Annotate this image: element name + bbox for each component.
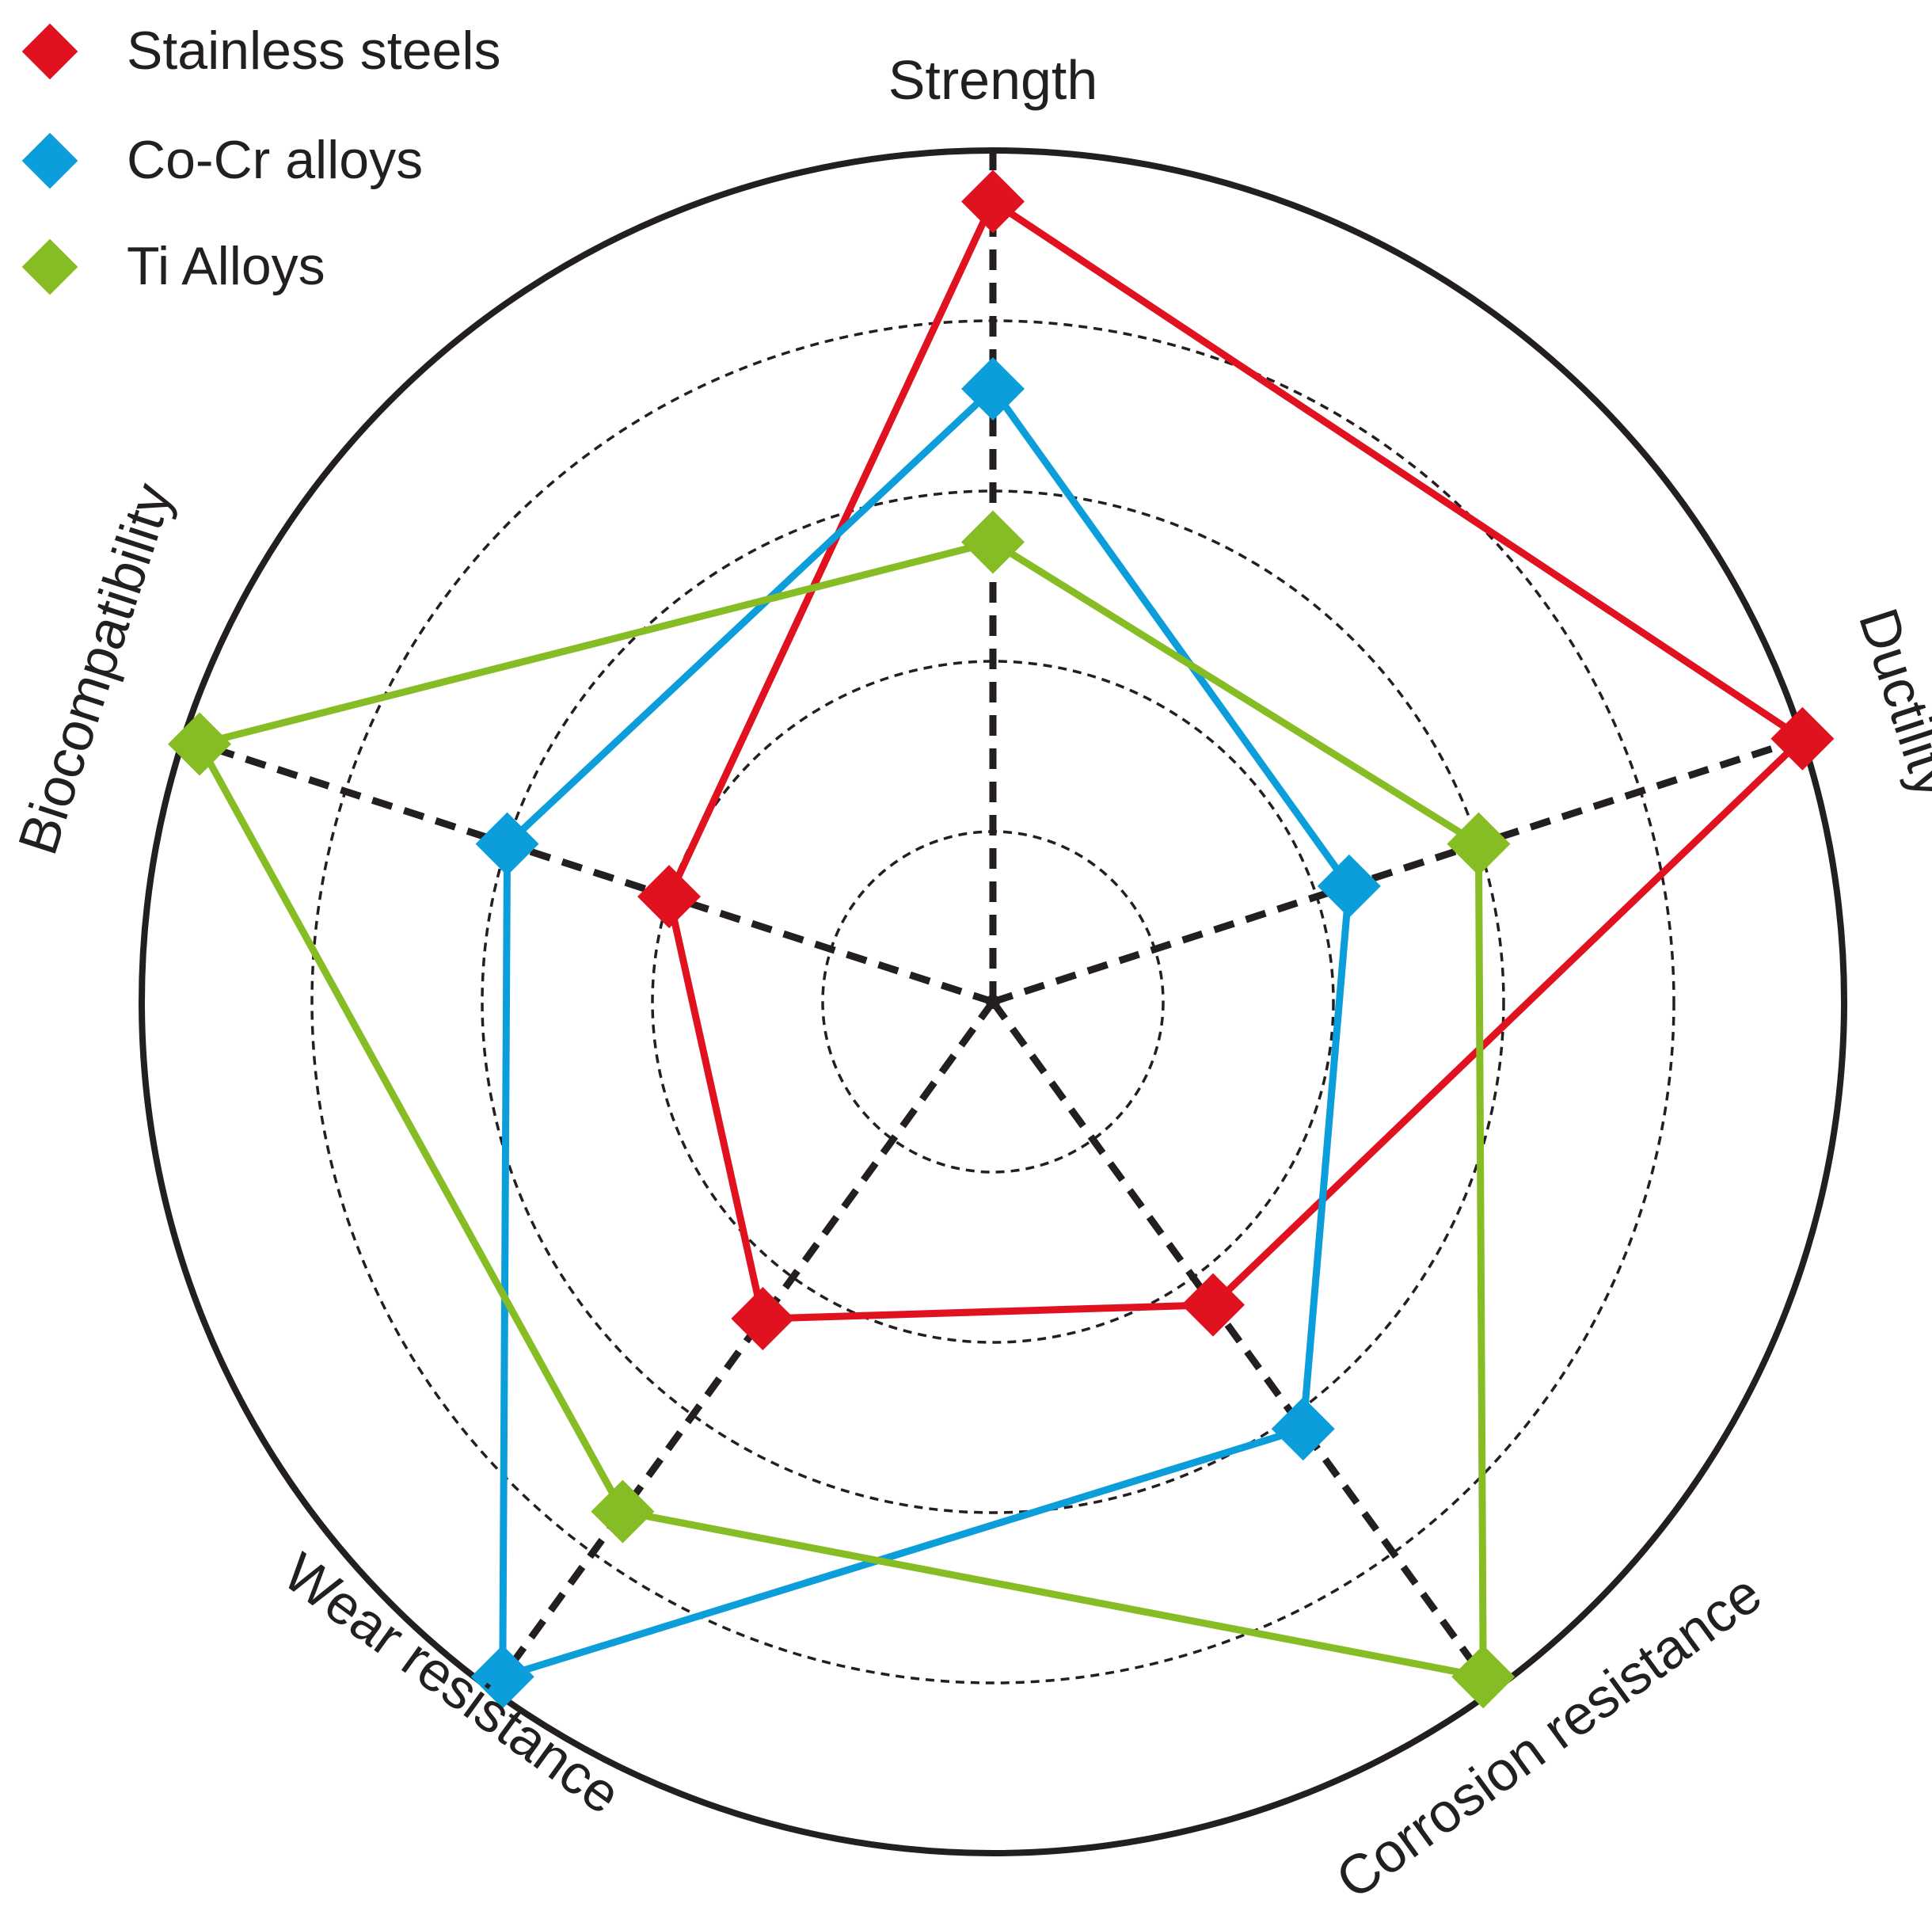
center-dot — [986, 995, 1000, 1009]
grid-ring-3 — [481, 489, 1505, 1514]
markers — [168, 169, 1835, 1709]
point-ti-alloys-corrosion-resistance — [1451, 1645, 1516, 1709]
legend-label-co-cr-alloys: Co-Cr alloys — [127, 130, 423, 190]
point-co-cr-alloys-ductility — [1317, 854, 1381, 918]
legend-swatch-stainless-steels — [21, 23, 78, 80]
point-ti-alloys-ductility — [1447, 812, 1511, 876]
point-stainless-steels-corrosion-resistance — [1181, 1273, 1246, 1337]
series-line-co-cr-alloys — [499, 383, 1353, 1682]
point-stainless-steels-biocompatibility — [637, 865, 702, 929]
legend-item-ti-alloys: Ti Alloys — [21, 236, 325, 296]
legend-item-stainless-steels: Stainless steels — [21, 21, 500, 81]
point-co-cr-alloys-wear-resistance — [470, 1645, 534, 1709]
legend-item-co-cr-alloys: Co-Cr alloys — [21, 130, 423, 190]
point-ti-alloys-biocompatibility — [168, 712, 232, 776]
point-co-cr-alloys-strength — [961, 357, 1025, 421]
point-ti-alloys-strength — [961, 510, 1025, 574]
series-line-ti-alloys — [194, 538, 1487, 1681]
axis-spoke-ductility — [991, 735, 1804, 1006]
point-co-cr-alloys-corrosion-resistance — [1271, 1397, 1335, 1461]
legend: Stainless steels Co-Cr alloys Ti Alloys — [21, 21, 500, 296]
legend-swatch-co-cr-alloys — [21, 132, 78, 189]
grid-ring-2 — [651, 660, 1335, 1344]
point-ti-alloys-wear-resistance — [591, 1479, 655, 1544]
axis-label-wear-resistance: Wear resistance — [272, 1541, 632, 1826]
legend-label-stainless-steels: Stainless steels — [127, 21, 500, 81]
series-line-stainless-steels — [665, 196, 1808, 1323]
axis-label-corrosion-resistance: Corrosion resistance — [1325, 1562, 1772, 1910]
series — [194, 196, 1808, 1682]
axis-spoke-corrosion-resistance — [990, 999, 1497, 1693]
axis-spoke-biocompatibility — [182, 735, 995, 1006]
axis-label-biocompatibility: Biocompatibility — [6, 476, 184, 862]
point-co-cr-alloys-biocompatibility — [475, 812, 539, 876]
point-stainless-steels-strength — [961, 169, 1025, 234]
legend-label-ti-alloys: Ti Alloys — [127, 236, 325, 296]
point-stainless-steels-wear-resistance — [731, 1287, 795, 1351]
axis-labels: Strength Ductility Corrosion resistance … — [6, 49, 1932, 1911]
point-stainless-steels-ductility — [1770, 706, 1835, 771]
axis-label-strength: Strength — [888, 49, 1098, 111]
legend-swatch-ti-alloys — [21, 238, 78, 295]
axis-label-ductility: Ductility — [1847, 601, 1932, 805]
axis-spokes — [182, 150, 1804, 1693]
axis-spoke-wear-resistance — [489, 999, 996, 1693]
